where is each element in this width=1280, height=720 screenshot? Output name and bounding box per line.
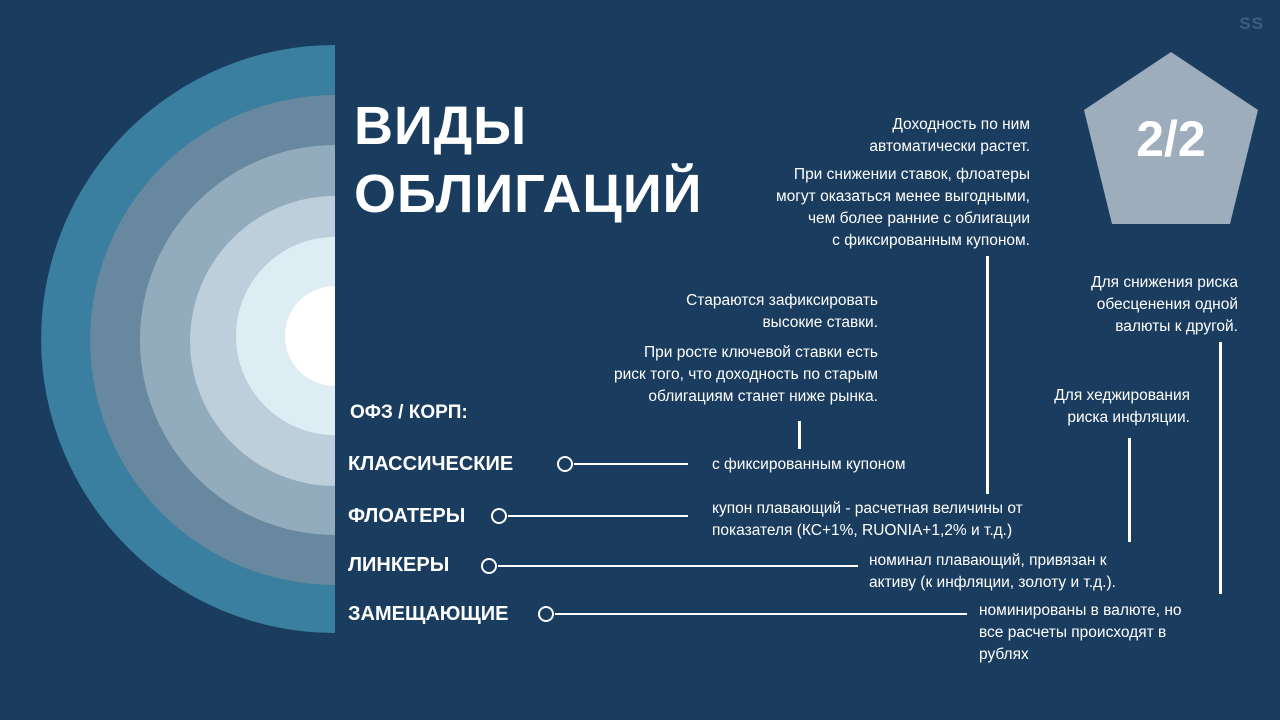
bond-type-floater-node [491,508,507,524]
note-line: с фиксированным купоном. [832,232,1030,249]
floater-pro-note: Доходность по ним автоматически растет. [869,114,1030,158]
linker-vertical-line [1128,438,1131,542]
description-line: с фиксированным купоном [712,456,906,473]
note-line: При росте ключевой ставки есть [643,344,878,361]
note-line: высокие ставки. [762,314,878,331]
linker-note: Для хеджирования риска инфляции. [1054,385,1190,429]
note-line: автоматически растет. [869,138,1030,155]
page-title-line-1: ВИДЫ [354,96,528,156]
description-line: номинал плавающий, привязан к [869,552,1107,569]
bond-type-classic-node [557,456,573,472]
pentagon-shape [1084,52,1258,224]
classic-pro-note: Стараются зафиксировать высокие ставки. [686,290,878,334]
note-line: обесценения одной [1096,296,1238,313]
bond-type-linker-node [481,558,497,574]
replacement-vertical-line [1219,342,1222,594]
description-line: рублях [979,646,1029,663]
bond-type-classic-label: КЛАССИЧЕСКИЕ [348,453,514,475]
note-line: риск того, что доходность по старым [614,366,878,383]
note-line: Доходность по ним [892,116,1030,133]
bond-type-classic-connector [574,463,688,465]
bond-type-floater-label: ФЛОАТЕРЫ [348,505,466,527]
page-title-line-2: ОБЛИГАЦИЙ [354,164,703,224]
bond-type-floater-connector [508,515,688,517]
description-line: купон плавающий - расчетная величины от [712,500,1023,517]
note-line: Для снижения риска [1091,274,1238,291]
replacement-note: Для снижения риска обесценения одной вал… [1091,272,1238,338]
classic-vertical-line [798,421,801,449]
floater-vertical-line [986,256,989,494]
page-number: 2/2 [1136,111,1206,167]
floater-con-note: При снижении ставок, флоатеры могут оказ… [776,164,1030,252]
description-line: активу (к инфляции, золоту и т.д.). [869,574,1116,591]
note-line: риска инфляции. [1067,409,1190,426]
bond-type-replacement-node [538,606,554,622]
description-line: номинированы в валюте, но [979,602,1182,619]
bond-type-linker-label: ЛИНКЕРЫ [348,554,450,576]
note-line: могут оказаться менее выгодными, [775,188,1030,205]
bond-type-replacement-connector [555,613,967,615]
concentric-arcs-decoration [41,45,335,633]
page-title: ВИДЫ ОБЛИГАЦИЙ [354,92,702,228]
note-line: При снижении ставок, флоатеры [793,166,1030,183]
bond-type-linker-connector [498,565,858,567]
section-label: ОФЗ / КОРП: [350,402,468,423]
page-indicator-badge: 2/2 [1082,52,1260,226]
bond-type-classic-description: с фиксированным купоном [712,454,906,476]
bond-type-replacement-label: ЗАМЕЩАЮЩИЕ [348,603,509,625]
description-line: показателя (КС+1%, RUONIA+1,2% и т.д.) [712,522,1013,539]
arc-ring-6 [285,286,335,386]
note-line: Для хеджирования [1054,387,1190,404]
note-line: чем более ранние с облигации [807,210,1030,227]
bond-type-replacement-description: номинированы в валюте, но все расчеты пр… [979,600,1182,666]
note-line: Стараются зафиксировать [686,292,878,309]
description-line: все расчеты происходят в [979,624,1167,641]
watermark-logo: SS [1239,14,1264,33]
bond-type-linker-description: номинал плавающий, привязан к активу (к … [869,550,1116,594]
bond-type-floater-description: купон плавающий - расчетная величины от … [712,498,1023,542]
classic-con-note: При росте ключевой ставки есть риск того… [614,342,878,408]
note-line: валюты к другой. [1115,318,1238,335]
note-line: облигациям станет ниже рынка. [648,388,878,405]
